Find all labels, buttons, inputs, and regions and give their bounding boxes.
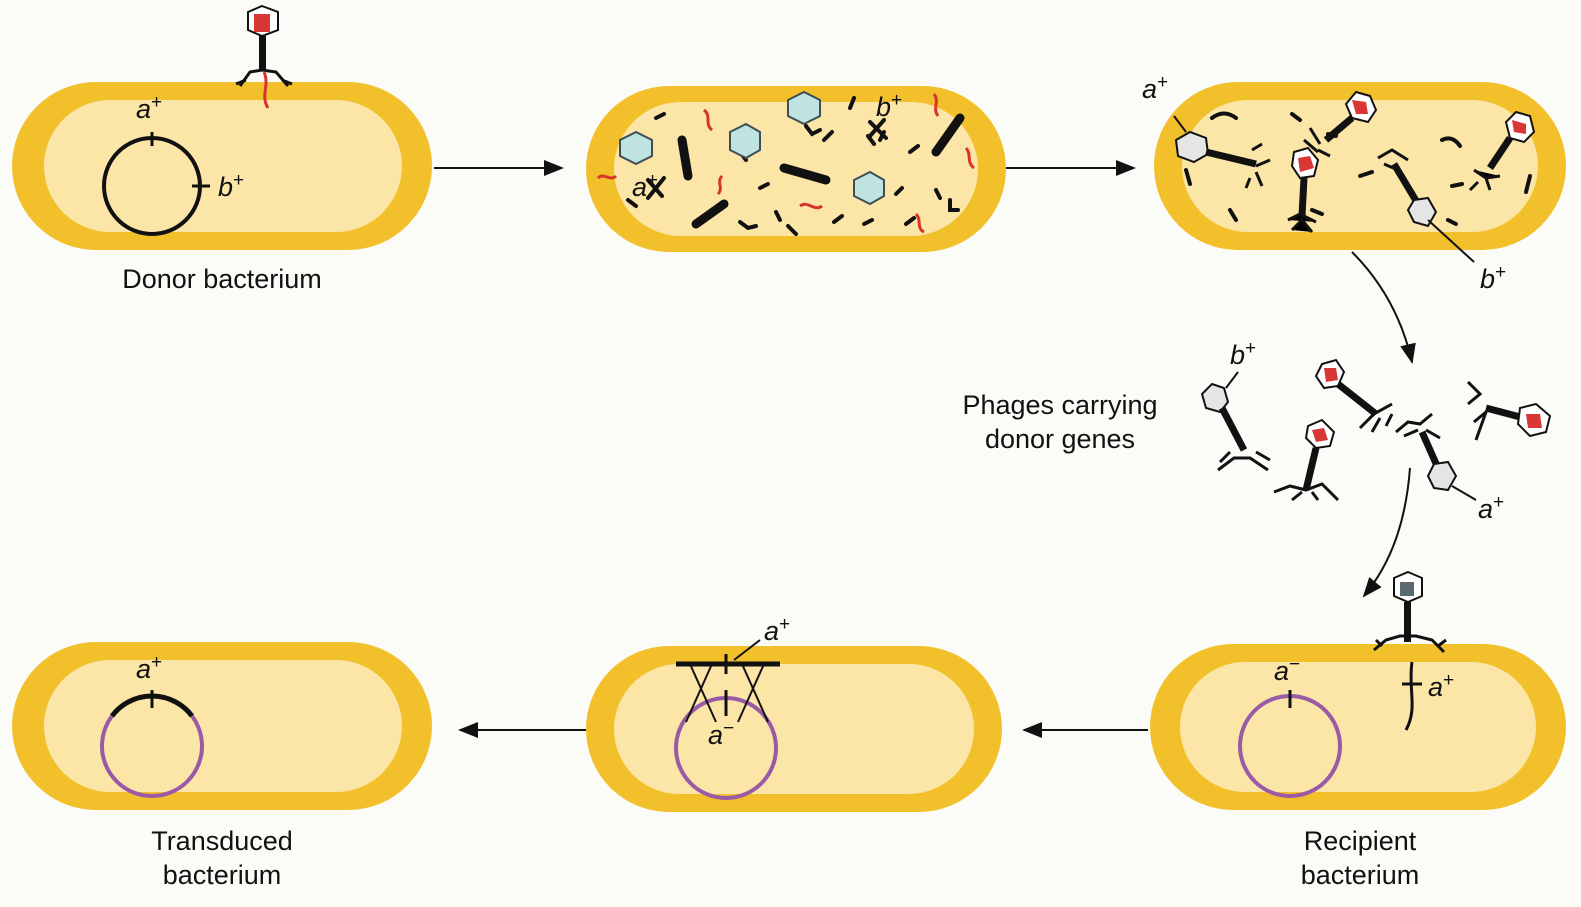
caption-recipient-bacterium: Recipient bacterium [1230, 824, 1490, 892]
caption-phages-carrying: Phages carrying donor genes [930, 388, 1190, 456]
caption-transduced-line1: Transduced [92, 824, 352, 858]
caption-transduced-bacterium: Transduced bacterium [92, 824, 352, 892]
released-phage-2 [1274, 420, 1338, 500]
gene-label-a-plus-released: a+ [1478, 492, 1504, 524]
recipient-bacterium-cell [1150, 644, 1566, 810]
caption-phages-line1: Phages carrying [930, 388, 1190, 422]
recombination-cell [586, 640, 1002, 812]
caption-phages-line2: donor genes [930, 422, 1190, 456]
gene-label-b-plus-assembly: b+ [1480, 262, 1506, 294]
caption-transduced-line2: bacterium [92, 858, 352, 892]
caption-recipient-line2: bacterium [1230, 858, 1490, 892]
fragmented-cell [586, 86, 1006, 252]
released-phage-1 [1316, 360, 1392, 432]
gene-label-a-plus-assembly: a+ [1142, 72, 1168, 104]
gene-label-b-plus-released: b+ [1230, 338, 1256, 370]
injecting-phage [1374, 572, 1446, 652]
caption-donor-bacterium: Donor bacterium [92, 262, 352, 296]
released-phage-3 [1468, 382, 1550, 440]
arrow-release [1352, 252, 1412, 362]
donor-bacterium-cell [12, 82, 432, 250]
caption-recipient-line1: Recipient [1230, 824, 1490, 858]
caption-donor-text: Donor bacterium [122, 264, 322, 294]
gene-label-a-plus-recombination: a+ [764, 614, 790, 646]
released-phage-b-plus [1202, 372, 1270, 470]
transduced-bacterium-cell [12, 642, 432, 810]
